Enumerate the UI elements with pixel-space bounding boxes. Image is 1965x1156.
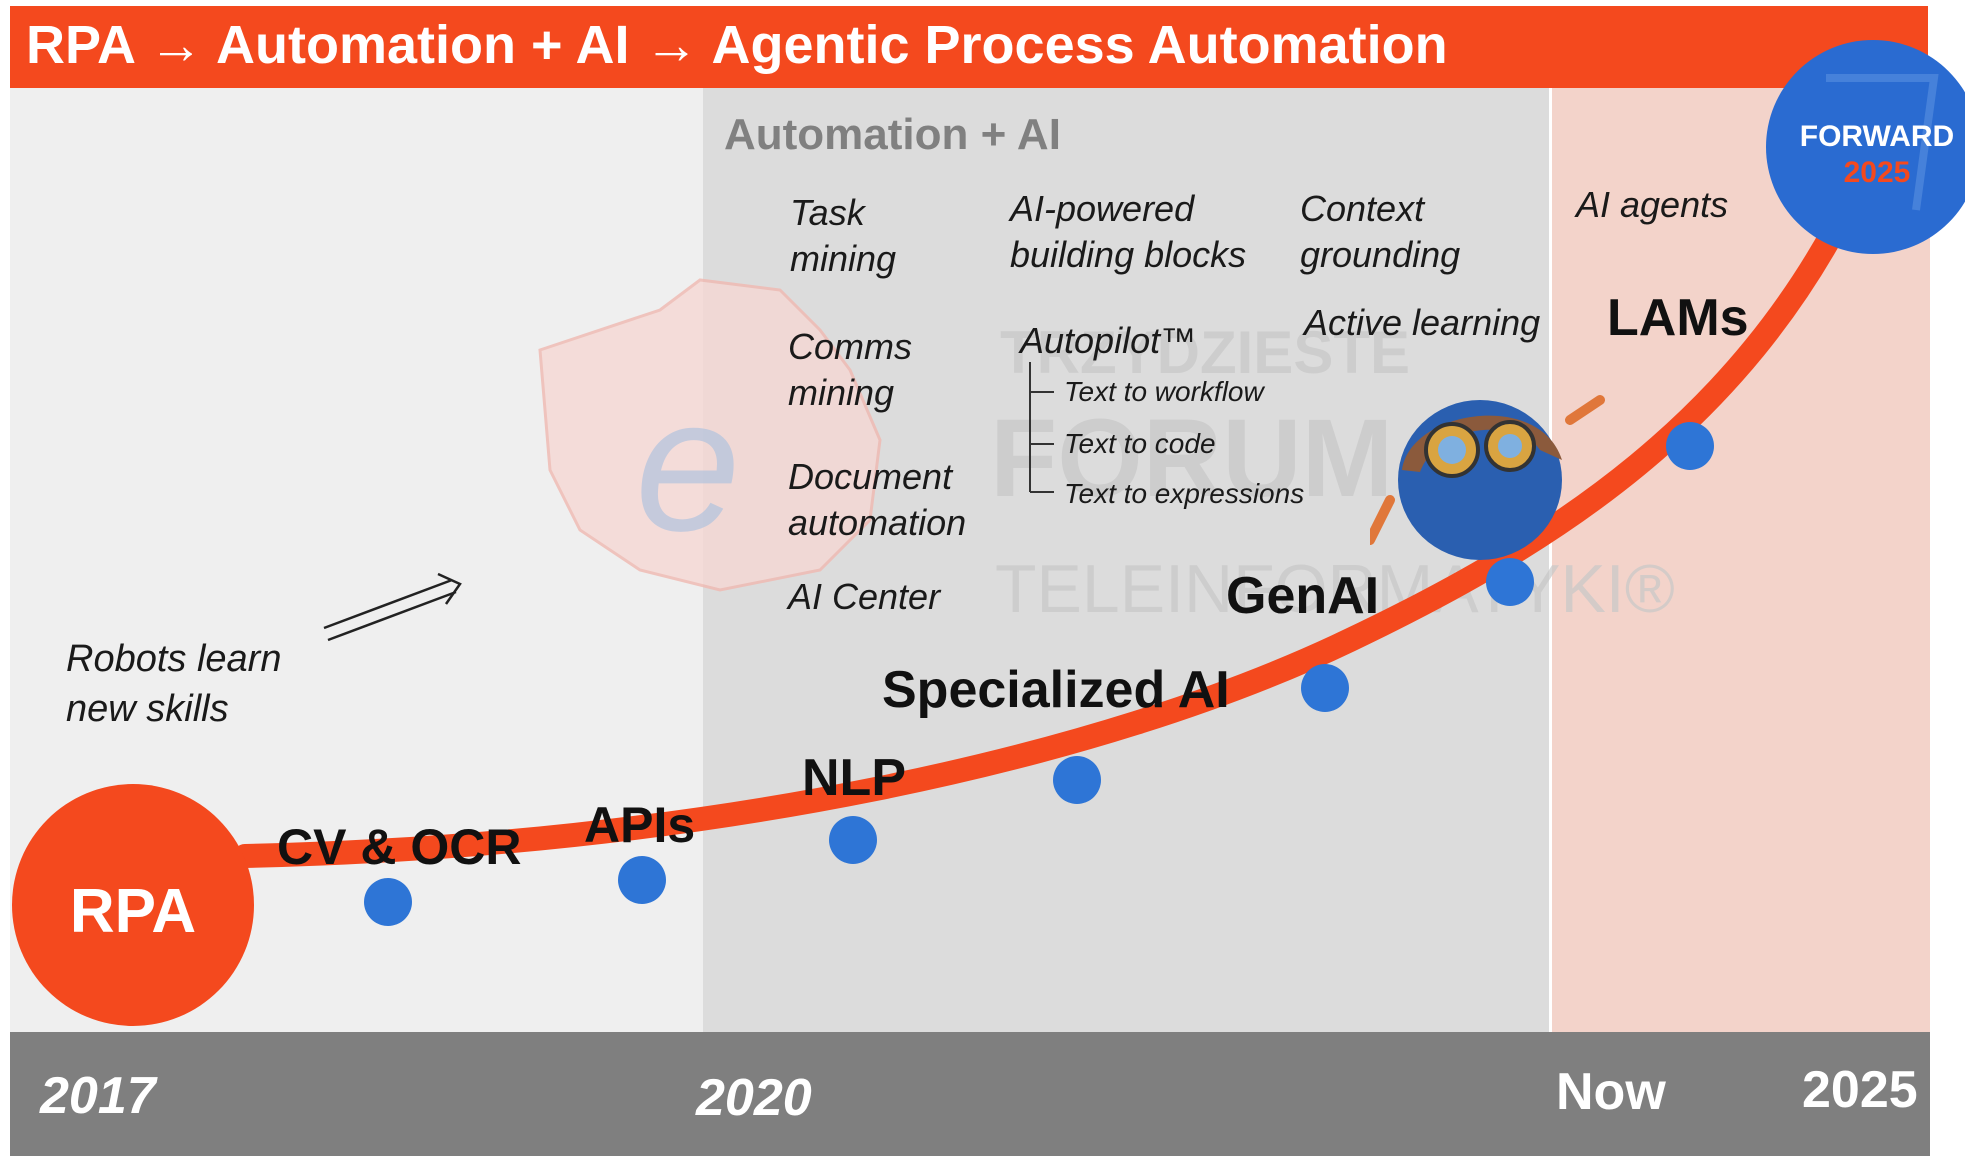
timeline-2020: 2020 xyxy=(696,1069,812,1127)
annotation-arrow-icon xyxy=(323,572,462,642)
e-logo-watermark-icon: e xyxy=(635,380,741,550)
timeline-bar: 2017 2020 Now 2025 xyxy=(10,1032,1930,1156)
milestone-apis: APIs xyxy=(584,797,696,853)
autopilot-item-text-to-expressions: Text to expressions xyxy=(1064,478,1305,509)
badge-forward-label: FORWARD xyxy=(1799,120,1955,153)
milestone-lams: LAMs xyxy=(1607,289,1749,347)
watermark-line-1: TRZYDZIESTE xyxy=(1000,319,1411,386)
phase-label: Automation + AI xyxy=(724,110,1061,159)
rpa-circle xyxy=(12,784,254,1026)
map-watermark-icon xyxy=(538,278,882,592)
watermark-line-3: TELEINFORMATYKI® xyxy=(995,551,1675,627)
timeline-2025: 2025 xyxy=(1802,1061,1918,1119)
svg-text:e: e xyxy=(635,380,741,550)
badge-year-label: 2025 xyxy=(1843,156,1911,189)
autopilot-tree-lines xyxy=(1029,362,1054,493)
page-title: RPA → Automation + AI → Agentic Process … xyxy=(26,15,1448,75)
capability-autopilot: Autopilot™ xyxy=(1020,320,1197,361)
watermark-line-2: FORUM xyxy=(990,397,1394,520)
rpa-circle-label: RPA xyxy=(69,877,197,946)
pilot-robot-mascot-icon xyxy=(1370,395,1605,560)
capability-ai-agents: AI agents xyxy=(1576,184,1729,225)
timeline-2017: 2017 xyxy=(40,1067,156,1125)
milestone-genai: GenAI xyxy=(1226,567,1380,625)
autopilot-item-text-to-workflow: Text to workflow xyxy=(1064,376,1264,407)
title-bar: RPA → Automation + AI → Agentic Process … xyxy=(10,6,1928,88)
background-automation-ai xyxy=(703,88,1549,1032)
capability-active-learning: Active learning xyxy=(1304,302,1541,343)
forward-2025-badge xyxy=(1766,40,1965,254)
timeline-now: Now xyxy=(1556,1063,1666,1121)
milestone-nlp: NLP xyxy=(802,749,906,807)
milestone-cv-ocr: CV & OCR xyxy=(277,819,522,875)
milestone-specialized-ai: Specialized AI xyxy=(882,661,1230,719)
autopilot-item-text-to-code: Text to code xyxy=(1064,428,1216,459)
capability-ai-center: AI Center xyxy=(788,576,941,617)
